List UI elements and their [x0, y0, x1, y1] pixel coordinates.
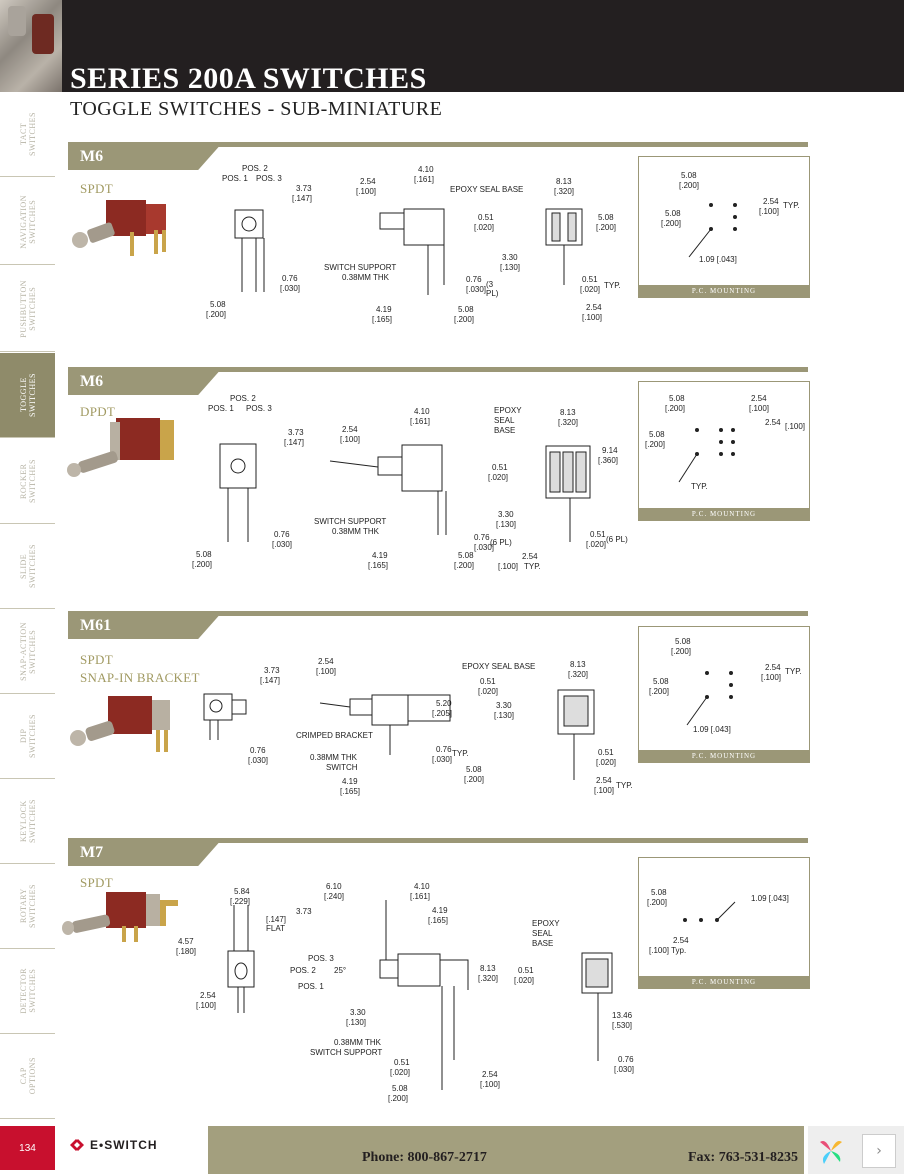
page-header — [62, 0, 904, 92]
sidebar-item-detector[interactable]: DETECTOR SWITCHES — [0, 949, 55, 1034]
section-model-label: M6 — [80, 148, 104, 165]
sidebar-item-snap-action[interactable]: SNAP-ACTION SWITCHES — [0, 609, 55, 694]
front-view-drawing: EPOXY SEAL BASE 8.13 [.320] 9.14 [.360] … — [494, 406, 628, 571]
side-view-drawing: POS. 2 POS. 1 POS. 3 3.73 [.147] 0.76 [.… — [192, 394, 305, 569]
page-number: 134 — [0, 1126, 55, 1170]
section-model-label: M7 — [80, 844, 104, 861]
front-view-drawing: EPOXY SEAL BASE 8.13 [.320] 0.51 [.020] … — [462, 660, 633, 795]
sidebar-item-cap-options[interactable]: CAP OPTIONS — [0, 1034, 55, 1119]
main-view-drawing: 2.54 [.100] 0.51 [.020] 5.20 [.205] 3.30… — [296, 657, 515, 796]
front-view-drawing: EPOXY SEAL BASE 13.46 [.530] 0.76 [.030] — [532, 919, 635, 1074]
sidebar-item-rocker[interactable]: ROCKER SWITCHES — [0, 439, 55, 524]
side-view-drawing: 5.84 [.229] 3.73 [.147] FLAT 4.57 [.180]… — [176, 887, 312, 1013]
section-model-label: M6 — [80, 373, 104, 390]
pc-mounting-box: 5.08 [.200] 5.08 [.200] 2.54 [.100] TYP.… — [638, 626, 810, 763]
section-type: SPDT — [80, 181, 113, 196]
header-product-photo — [0, 0, 62, 92]
section-type: SPDT — [80, 875, 113, 890]
main-view-drawing: 2.54 [.100] 4.10 [.161] 0.51 [.020] SWIT… — [314, 407, 512, 570]
next-page-chevron-icon[interactable]: › — [862, 1134, 896, 1168]
sidebar-item-navigation[interactable]: NAVIGATION SWITCHES — [0, 180, 55, 265]
front-view-drawing: EPOXY SEAL BASE 8.13 [.320] 5.08 [.200] … — [450, 177, 621, 322]
side-view-drawing: 3.73 [.147] 0.76 [.030] — [200, 660, 300, 770]
contact-bar — [208, 1126, 804, 1174]
side-view-drawing: POS. 2 POS. 1 POS. 3 3.73 [.147] 0.76 [.… — [206, 164, 313, 319]
switch-photo — [62, 892, 178, 942]
main-view-drawing: 6.10 [.240] 4.10 [.161] 4.19 [.165] POS.… — [290, 882, 535, 1103]
sidebar-item-slide[interactable]: SLIDE SWITCHES — [0, 524, 55, 609]
pc-mounting-caption: P.C. MOUNTING — [639, 285, 809, 297]
section-header-m61: M61 — [68, 611, 808, 639]
section-model-label: M61 — [80, 617, 112, 634]
sidebar-item-keylock[interactable]: KEYLOCK SWITCHES — [0, 779, 55, 864]
switch-photo — [70, 696, 170, 752]
switch-photo — [72, 200, 166, 256]
pc-mounting-caption: P.C. MOUNTING — [639, 508, 809, 520]
section-header-m7: M7 — [68, 838, 808, 866]
page-title: SERIES 200A SWITCHES — [70, 64, 427, 92]
page-subtitle: TOGGLE SWITCHES - SUB-MINIATURE — [70, 98, 443, 120]
pc-mounting-box: 5.08 [.200] 1.09 [.043] 2.54 [.100] Typ.… — [638, 857, 810, 989]
e-switch-logo: E•SWITCH — [68, 1138, 158, 1152]
switch-photo — [67, 418, 174, 477]
sidebar-item-tact[interactable]: TACT SWITCHES — [0, 92, 55, 177]
main-view-drawing: 2.54 [.100] 4.10 [.161] 0.51 [.020] SWIT… — [324, 165, 499, 324]
brand-name: E•SWITCH — [90, 1138, 158, 1152]
fax-number: Fax: 763-531-8235 — [688, 1150, 799, 1165]
e-switch-logo-icon — [70, 1139, 84, 1151]
section-header-m6-dpdt: M6 — [68, 367, 808, 395]
sidebar-item-toggle[interactable]: TOGGLE SWITCHES — [0, 353, 55, 438]
sidebar-item-pushbutton[interactable]: PUSHBUTTON SWITCHES — [0, 267, 55, 352]
pc-mounting-caption: P.C. MOUNTING — [639, 976, 809, 988]
viewer-logo-icon — [820, 1141, 842, 1164]
sidebar-item-dip[interactable]: DIP SWITCHES — [0, 694, 55, 779]
sidebar-item-rotary[interactable]: ROTARY SWITCHES — [0, 864, 55, 949]
pc-mounting-box: 5.08 [.200] 2.54 [.100] 5.08 [.200] 2.54… — [638, 381, 810, 521]
section-header-m6-spdt: M6 — [68, 142, 808, 170]
category-sidebar: TACT SWITCHES NAVIGATION SWITCHES PUSHBU… — [0, 92, 55, 1122]
pc-mounting-caption: P.C. MOUNTING — [639, 750, 809, 762]
phone-number: Phone: 800-867-2717 — [362, 1150, 487, 1165]
page-footer: 134 E•SWITCH Phone: 800-867-2717 Fax: 76… — [0, 1122, 904, 1174]
pc-mounting-box: 5.08 [.200] 5.08 [.200] 2.54 [.100] TYP.… — [638, 156, 810, 298]
section-type: DPDT — [80, 404, 116, 419]
